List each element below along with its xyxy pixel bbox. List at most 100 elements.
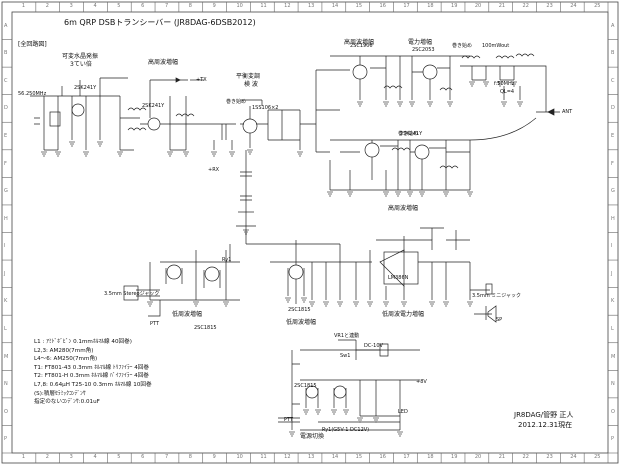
border-tick-label: 8 [188,454,192,460]
frequency-label: f:50MHz [494,81,515,87]
sw1-label: Sw1 [340,353,351,359]
border-tick-label: 13 [308,454,315,460]
rx-label: +RX [208,167,220,173]
border-tick-label: 18 [427,3,434,9]
note-line: (S):積層ｾﾗﾐｯｸｺﾝﾃﾞﾝｻ [34,390,86,397]
border-tick-label: 20 [474,454,482,460]
border-tick-label: 17 [403,454,410,460]
ptt-label-1: PTT [150,321,160,327]
note-line: L4～6: AM250(7mm角) [34,356,98,363]
spot-label-2: 巻き始め [452,43,473,49]
ql-label: QL=4 [500,89,515,95]
border-tick-label: L [4,325,7,332]
border-tick-label: P [611,436,615,443]
border-tick-label: 22 [522,454,529,460]
ptt-label-2: PTT [284,417,294,423]
trans-2sc1906: 2SC1906 [350,43,373,49]
section-rf-amp-2: 高周波増幅 [344,39,375,46]
border-tick-label: 12 [284,3,291,9]
border-tick-label: P [4,436,8,443]
circuit-wires [30,53,560,431]
border-tick-label: 9 [212,3,216,9]
trans-2sc2053: 2SC2053 [412,47,435,53]
border-tick-label: G [4,188,8,195]
trans-2sc1815-1: 2SC1815 [194,325,217,331]
border-tick-label: 6 [141,454,145,460]
border-tick-label: D [4,105,8,112]
trans-2sk241y-2: 2SK241Y [142,103,165,109]
border-tick-label: 8 [188,3,192,9]
note-line: 指定のないｺﾝﾃﾞﾝｻ:0.01uF [34,399,100,406]
border-tick-label: 14 [331,454,339,460]
diagram-title: 6m QRP DSBトランシーバー (JR8DAG-6DSB2012) [64,18,256,27]
relay-spec-label: Ry1(G5V-1 DC12V) [322,427,370,433]
border-tick-label: C [4,77,8,84]
border-tick-label: 6 [141,3,145,9]
border-tick-label: 5 [117,3,121,9]
trans-2sc1815-3: 2SC1815 [294,383,317,389]
border-tick-label: 5 [117,454,121,460]
border-tick-label: 19 [451,454,458,460]
border-tick-label: 12 [284,454,291,460]
vr-link-label: VR1と連動 [334,333,360,339]
border-tick-label: D [611,105,615,112]
note-line: T1: FT801-43 0.3mm ﾎﾙﾏﾙ線 ﾄﾘﾌｧｲﾗｰ 4回巻 [34,364,149,371]
border-tick-label: 21 [498,454,506,460]
border-tick-label: B [611,50,615,57]
section-detector: 検 波 [244,81,258,88]
border-tick-label: A [4,22,8,29]
border-tick-label: 25 [594,3,601,9]
section-af-power: 低周波電力増幅 [382,311,425,318]
border-tick-label: 15 [355,3,363,9]
border-tick-label: F [611,160,614,167]
border-tick-label: 16 [379,454,386,460]
border-tick-label: 10 [236,454,243,460]
border-tick-label: C [611,77,615,84]
border-tick-label: 18 [427,454,434,460]
antenna-label: ANT [562,109,573,115]
border-tick-label: L [611,325,614,332]
border-tick-label: H [4,215,8,222]
diode-pair-label: 1SS106×2 [252,105,279,111]
border-tick-label: 4 [93,454,97,460]
border-tick-label: B [4,50,8,57]
border-tick-label: 13 [308,3,315,9]
border-tick-label: N [611,381,615,388]
note-line: T2: FT801-H 0.3mm ﾎﾙﾏﾙ線 ﾊﾞｲﾌｧｲﾗｰ 4回巻 [34,373,149,380]
border-tick-label: 1 [21,3,26,9]
border-tick-label: 19 [451,3,458,9]
border-tick-label: 17 [403,3,410,9]
border-tick-label: 23 [546,3,553,9]
led-label: LED [398,409,408,415]
border-tick-label: J [4,270,6,277]
border-tick-label: M [611,353,616,360]
speaker-label: SP [496,317,503,323]
border-tick-label: 20 [474,3,482,9]
border-tick-label: 23 [546,454,553,460]
section-rf-amp-3: 高周波増幅 [388,205,419,212]
author-signature: JR8DAG/管野 正人 [514,411,574,419]
note-line: L2,3: AM280(7mm角) [34,347,94,354]
border-tick-label: O [4,408,8,415]
revision-date: 2012.12.31現在 [518,421,573,429]
border-tick-label: O [611,408,615,415]
earphone-jack-label: 3.5mm ミニジャック [472,293,522,299]
border-tick-label: 16 [379,3,386,9]
section-mixer: 平衡変調 [236,73,261,80]
parts-notes: L1 : ｱﾐﾄﾞﾎﾞﾋﾞﾝ 0.1mmﾎﾙﾏﾙ線 40回巻) L2,3: AM… [34,338,152,407]
trans-2sc1815-2: 2SC1815 [288,307,311,313]
section-power-switch: 電源切換 [300,433,325,440]
border-tick-label: 9 [212,454,216,460]
border-tick-label: 15 [355,454,363,460]
border-tick-label: 3 [69,3,73,9]
border-tick-label: 4 [93,3,97,9]
diagram-subtitle: [全回路図] [18,41,47,48]
border-tick-label: I [611,243,613,250]
mic-jack-label: 3.5mm Stereoジャック [104,291,160,297]
section-vxo: 可変水晶発振 [62,53,99,60]
border-tick-label: H [611,215,615,222]
ground-symbols [41,81,523,437]
lm386-label: LM386N [388,275,409,281]
